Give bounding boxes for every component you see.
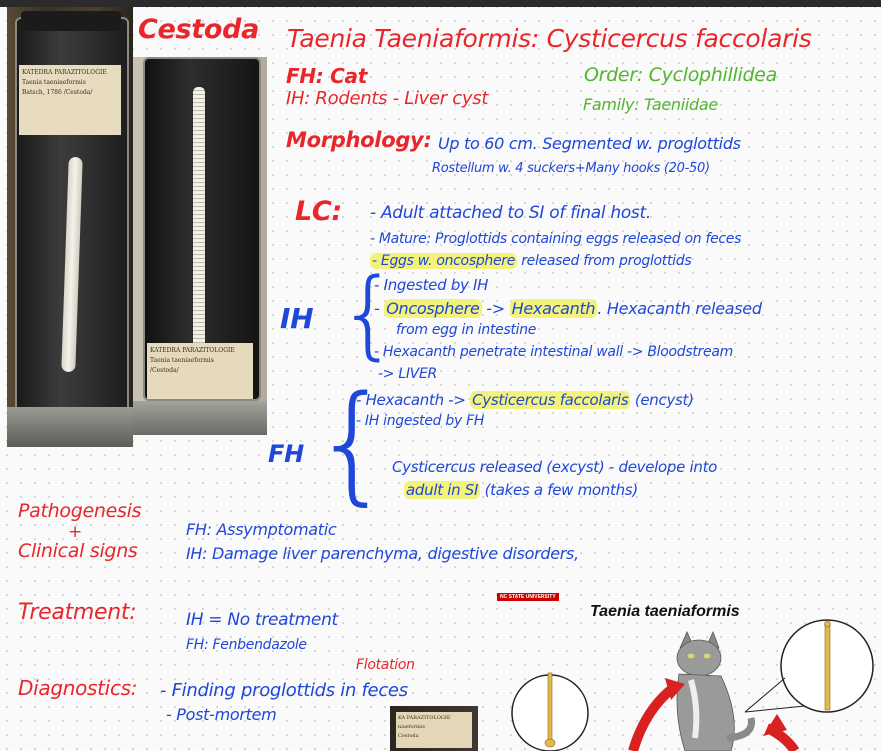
life-cycle-label: LC:: [295, 196, 342, 227]
fh-brace: {: [312, 369, 394, 518]
diagnostics-line-2: - Post-mortem: [166, 705, 277, 724]
fh-label: FH: [268, 440, 304, 468]
fh-line-1-start: - Hexacanth ->: [356, 391, 471, 409]
jar-lid: [21, 11, 121, 31]
page-title: Taenia Taeniaformis: Cysticercus faccola…: [287, 24, 812, 53]
highlight-cysticercus: Cysticercus faccolaris: [470, 391, 631, 409]
ih-label: IH: [280, 302, 314, 335]
final-host: FH: Cat: [286, 64, 367, 88]
tapeworm-scolex-left: [544, 738, 556, 748]
ih-line-4: - Hexacanth penetrate intestinal wall ->…: [374, 344, 733, 360]
morphology-label: Morphology:: [286, 128, 432, 152]
fh-line-2: - IH ingested by FH: [356, 413, 485, 429]
cat-illustration: [676, 630, 755, 751]
fh-line-1-rest: (encyst): [630, 391, 694, 409]
lc-line-2: - Mature: Proglottids containing eggs re…: [370, 231, 742, 247]
highlight-eggs: - Eggs w. oncosphere: [370, 253, 518, 269]
jar-base: [133, 401, 267, 435]
highlight-oncosphere: Oncosphere: [384, 299, 482, 318]
cycle-arrow-left: [628, 684, 677, 751]
highlight-adult-in-si: adult in SI: [404, 481, 481, 499]
lc-line-3-rest: released from proglottids: [517, 253, 692, 269]
order-label: Order: Cyclophillidea: [584, 64, 777, 86]
nc-state-badge: NC STATE UNIVERSITY: [497, 593, 559, 601]
cycle-arrow-right-head: [763, 714, 787, 736]
ih-line-2: - Oncosphere -> Hexacanth. Hexacanth rel…: [374, 299, 762, 318]
jar-label: KATEDRA PARAZITOLOGIE Taenia taeniaeform…: [19, 65, 121, 135]
intermediate-host: IH: Rodents - Liver cyst: [286, 88, 489, 109]
clinical-signs-label: Clinical signs: [18, 540, 138, 562]
morphology-line-2: Rostellum w. 4 suckers+Many hooks (20-50…: [432, 161, 710, 176]
treatment-ih: IH = No treatment: [186, 610, 338, 630]
morphology-line-1: Up to 60 cm. Segmented w. proglottids: [438, 134, 741, 153]
specimen-photo-1: KATEDRA PARAZITOLOGIE Taenia taeniaeform…: [7, 7, 133, 447]
ih-line-5: -> LIVER: [378, 366, 437, 382]
family-label: Family: Taeniidae: [583, 95, 718, 114]
top-toolbar-strip: [0, 0, 881, 7]
tapeworm-specimen-segmented: [193, 87, 205, 367]
specimen-photo-2: KATEDRA PARAZITOLOGIE Taenia taeniaeform…: [133, 57, 267, 435]
topic-heading-cestoda: Cestoda: [138, 14, 260, 45]
lc-line-3: - Eggs w. oncosphere released from progl…: [370, 253, 692, 269]
pathogenesis-label: Pathogenesis: [18, 500, 142, 522]
jar-label: KA PARAZITOLOGIE niaeformis Cestoda: [396, 712, 472, 748]
connector-line: [744, 705, 806, 713]
fh-line-3: Cysticercus released (excyst) - develope…: [392, 458, 718, 476]
pathogenesis-ih: IH: Damage liver parenchyma, digestive d…: [186, 544, 579, 563]
connector-line: [744, 677, 786, 713]
pathogenesis-plus: +: [68, 522, 82, 542]
life-cycle-diagram: [511, 619, 874, 751]
cycle-arrow-left-head: [665, 678, 685, 700]
ih-line-2-dash: -: [374, 299, 385, 318]
fh-line-4-rest: (takes a few months): [480, 481, 639, 499]
jar-base: [7, 407, 133, 447]
figure-caption: Taenia taeniaformis: [590, 603, 740, 620]
highlight-hexacanth: Hexacanth: [509, 299, 598, 318]
ih-line-3: from egg in intestine: [396, 322, 537, 338]
specimen-photo-3: KA PARAZITOLOGIE niaeformis Cestoda: [390, 706, 478, 751]
fh-line-1: - Hexacanth -> Cysticercus faccolaris (e…: [356, 391, 694, 409]
tapeworm-drawing-left: [547, 672, 553, 744]
treatment-label: Treatment:: [18, 600, 137, 625]
tapeworm-scolex-right: [824, 620, 831, 628]
flotation-note: Flotation: [356, 657, 415, 673]
ih-line-2-rest: . Hexacanth released: [597, 299, 762, 318]
tapeworm-drawing-right: [824, 623, 831, 711]
ih-line-2-arrow: ->: [481, 299, 510, 318]
fh-line-4: adult in SI (takes a few months): [404, 481, 638, 499]
jar-label: KATEDRA PARAZITOLOGIE Taenia taeniaeform…: [147, 343, 253, 399]
diagnostics-line-1: - Finding proglottids in feces: [160, 680, 408, 701]
lc-line-1: - Adult attached to SI of final host.: [370, 203, 651, 223]
pathogenesis-fh: FH: Assymptomatic: [186, 520, 337, 539]
diagnostics-label: Diagnostics:: [18, 676, 138, 700]
ih-line-1: - Ingested by IH: [374, 276, 489, 294]
treatment-fh: FH: Fenbendazole: [186, 637, 307, 653]
